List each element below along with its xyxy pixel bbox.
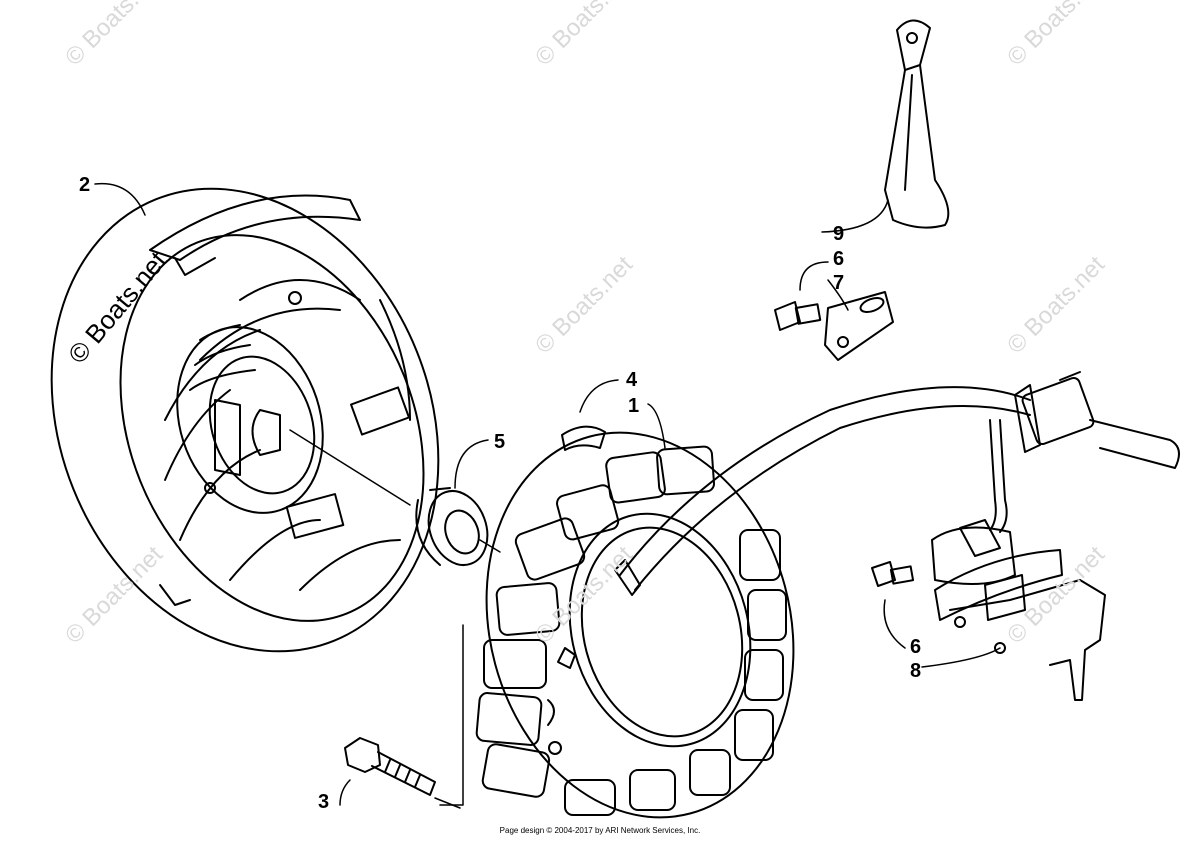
screw-drawing-upper [774, 301, 822, 331]
flywheel-drawing [50, 187, 440, 653]
bushing-drawing [415, 487, 489, 566]
leader-lines [94, 182, 1001, 806]
plate-drawing [824, 291, 894, 361]
callout-4: 4 [626, 369, 638, 391]
callout-5: 5 [494, 431, 506, 453]
connector-drawing [1014, 371, 1180, 469]
callout-6-upper: 6 [833, 248, 845, 270]
screw-drawing-lower [871, 561, 915, 587]
callout-1: 1 [628, 395, 640, 417]
pulser-coil-drawing [931, 519, 1106, 701]
key-drawing [561, 425, 606, 451]
callout-3: 3 [318, 791, 330, 813]
callout-8: 8 [910, 660, 922, 682]
callout-2: 2 [79, 174, 91, 196]
callout-7: 7 [833, 272, 845, 294]
strap-drawing [884, 19, 950, 229]
stator-drawing [475, 431, 795, 819]
callout-9: 9 [833, 223, 845, 245]
footer-copyright: Page design © 2004-2017 by ARI Network S… [499, 826, 701, 835]
bolt-drawing [344, 737, 436, 796]
callout-6-lower: 6 [910, 636, 922, 658]
